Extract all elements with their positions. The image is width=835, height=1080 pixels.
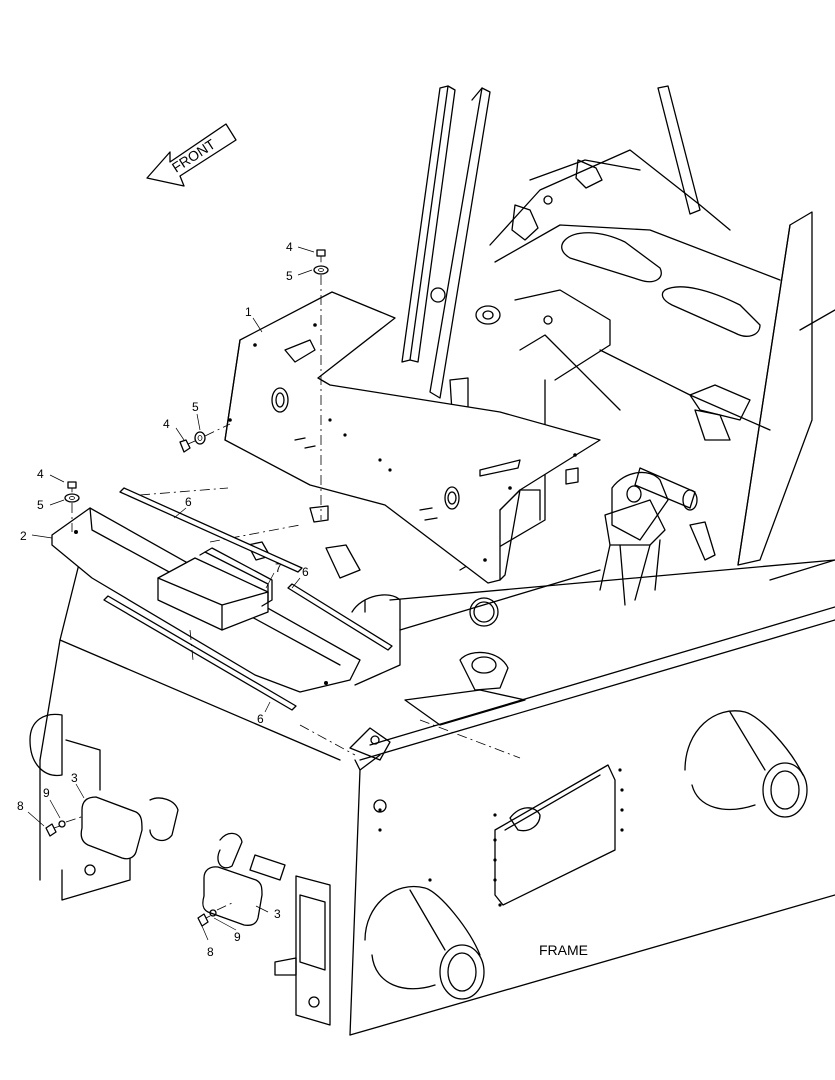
front-arrow: FRONT <box>146 123 237 187</box>
callout-4-left: 4 <box>37 467 44 481</box>
callout-2: 2 <box>20 529 27 543</box>
callout-1: 1 <box>245 305 252 319</box>
part-6-seal-strips <box>103 487 393 711</box>
part-1-cover-plate <box>224 291 601 584</box>
callout-6-lower: 6 <box>257 712 264 726</box>
callout-4-top: 4 <box>286 240 293 254</box>
callout-8-left: 8 <box>17 799 24 813</box>
callout-3-left: 3 <box>71 771 78 785</box>
callout-4-mid: 4 <box>163 417 170 431</box>
hardware-fasteners <box>45 249 329 927</box>
frame-label: FRAME <box>539 942 588 958</box>
callout-labels: 4 5 1 4 5 4 5 2 6 7 6 6 3 9 8 3 9 8 <box>17 240 309 959</box>
part-2-tray <box>51 507 361 693</box>
callout-3-right: 3 <box>274 907 281 921</box>
callout-6-right: 6 <box>302 565 309 579</box>
part-3-covers <box>80 796 263 926</box>
callout-8-right: 8 <box>207 945 214 959</box>
callout-5-left: 5 <box>37 498 44 512</box>
callout-5-mid: 5 <box>192 400 199 414</box>
frame-back-structure <box>401 85 835 581</box>
callout-9-left: 9 <box>43 786 50 800</box>
callout-7: 7 <box>275 561 282 575</box>
callout-9-right: 9 <box>234 930 241 944</box>
callout-6-upper: 6 <box>185 495 192 509</box>
frame-lower-body <box>29 287 835 1036</box>
leader-lines <box>27 246 315 941</box>
callout-5-top: 5 <box>286 269 293 283</box>
